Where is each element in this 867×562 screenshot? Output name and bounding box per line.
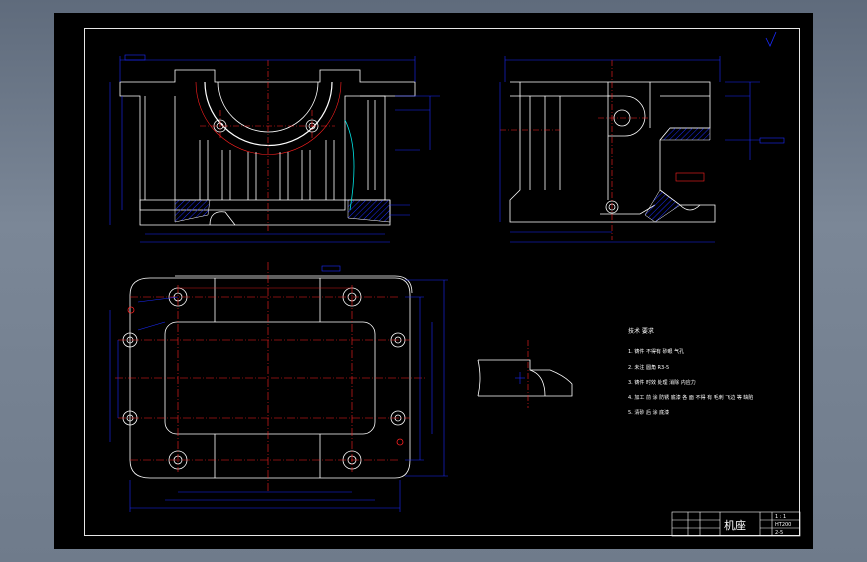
roughness-symbol [765,31,777,47]
front-centerlines [200,60,335,232]
title-block-grid [671,511,801,537]
drawing-sheet [54,13,813,549]
sheet-number: 2-5 [775,530,784,536]
top-centerlines [115,262,425,492]
note-item-3: 3. 铸件 时效 处理 消除 内应力 [628,380,696,386]
note-item-1: 1. 铸件 不得有 砂眼 气孔 [628,349,685,355]
hatch-front-right [347,199,391,223]
note-item-2: 2. 未注 圆角 R3-5 [628,365,670,371]
scale-value: 1 : 1 [775,514,787,520]
side-centerlines [500,60,648,240]
side-view [509,81,716,223]
side-slot [675,172,705,182]
drawing-frame [84,28,800,536]
section-break-line [344,119,355,211]
pin-hole-right [396,438,404,446]
side-dimensions [499,56,785,243]
detail-dimensions [515,372,525,384]
part-name: 机座 [724,519,746,532]
notes-heading: 技术 要求 [628,328,654,335]
hatch-front-left [174,199,211,223]
hatch-side-top [659,127,711,141]
front-dimensions [109,54,440,243]
top-dimensions [109,265,448,512]
top-view [122,275,413,479]
material-value: HT200 [775,522,792,528]
hatch-side-base [644,189,681,223]
note-item-4: 4. 加工 前 涂 防锈 底漆 各 面 不得 有 毛刺 飞边 等 缺陷 [628,395,754,401]
pin-hole-left [127,306,135,314]
detail-view [477,359,573,397]
note-item-5: 5. 清砂 后 涂 底漆 [628,410,670,416]
